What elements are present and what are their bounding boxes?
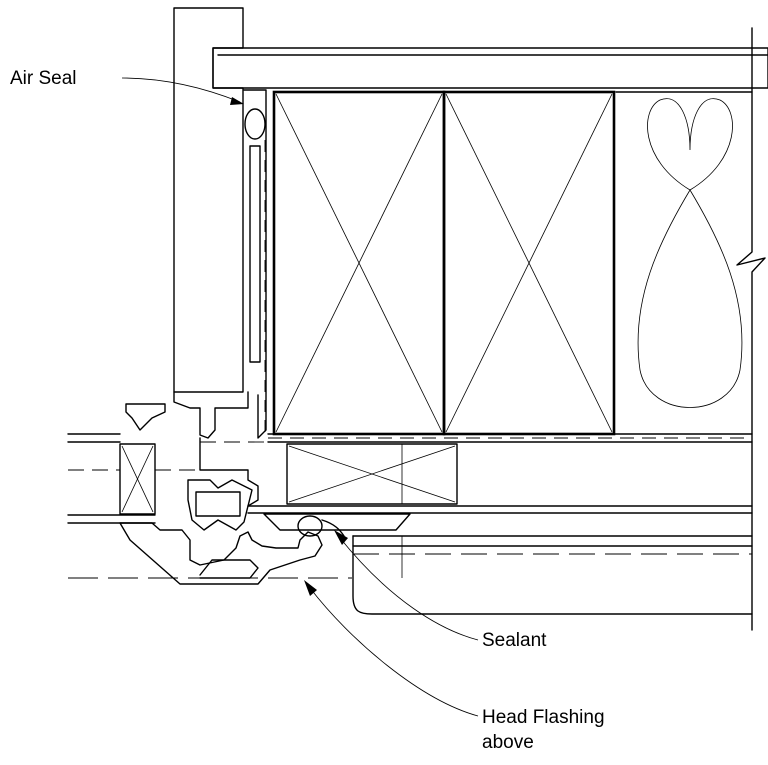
blocking [286, 443, 458, 505]
head-trim [352, 535, 753, 615]
top-plate [212, 47, 768, 89]
air-seal-arrowhead [230, 97, 244, 105]
header-block-left [272, 90, 446, 436]
vertical-cladding [173, 7, 244, 393]
air-seal-label: Air Seal [10, 68, 77, 89]
sill-lines [247, 433, 753, 514]
head-flashing-arrowhead [304, 580, 317, 596]
sealant-joint [263, 513, 411, 537]
head-flashing-leader [309, 587, 479, 717]
batt-insulation [615, 91, 753, 408]
head-flashing-label-line1: Head Flashing [482, 707, 605, 728]
sealant-arrowhead [334, 530, 348, 545]
header-block-right [442, 90, 616, 436]
sealant-leader [339, 537, 479, 641]
wall-break-line [736, 27, 766, 631]
head-flashing-label-line2: above [482, 732, 534, 753]
air-seal-cavity [243, 89, 267, 439]
sealant-label: Sealant [482, 630, 547, 651]
frame-extrusion [119, 391, 323, 585]
air-seal-leader [121, 77, 241, 103]
